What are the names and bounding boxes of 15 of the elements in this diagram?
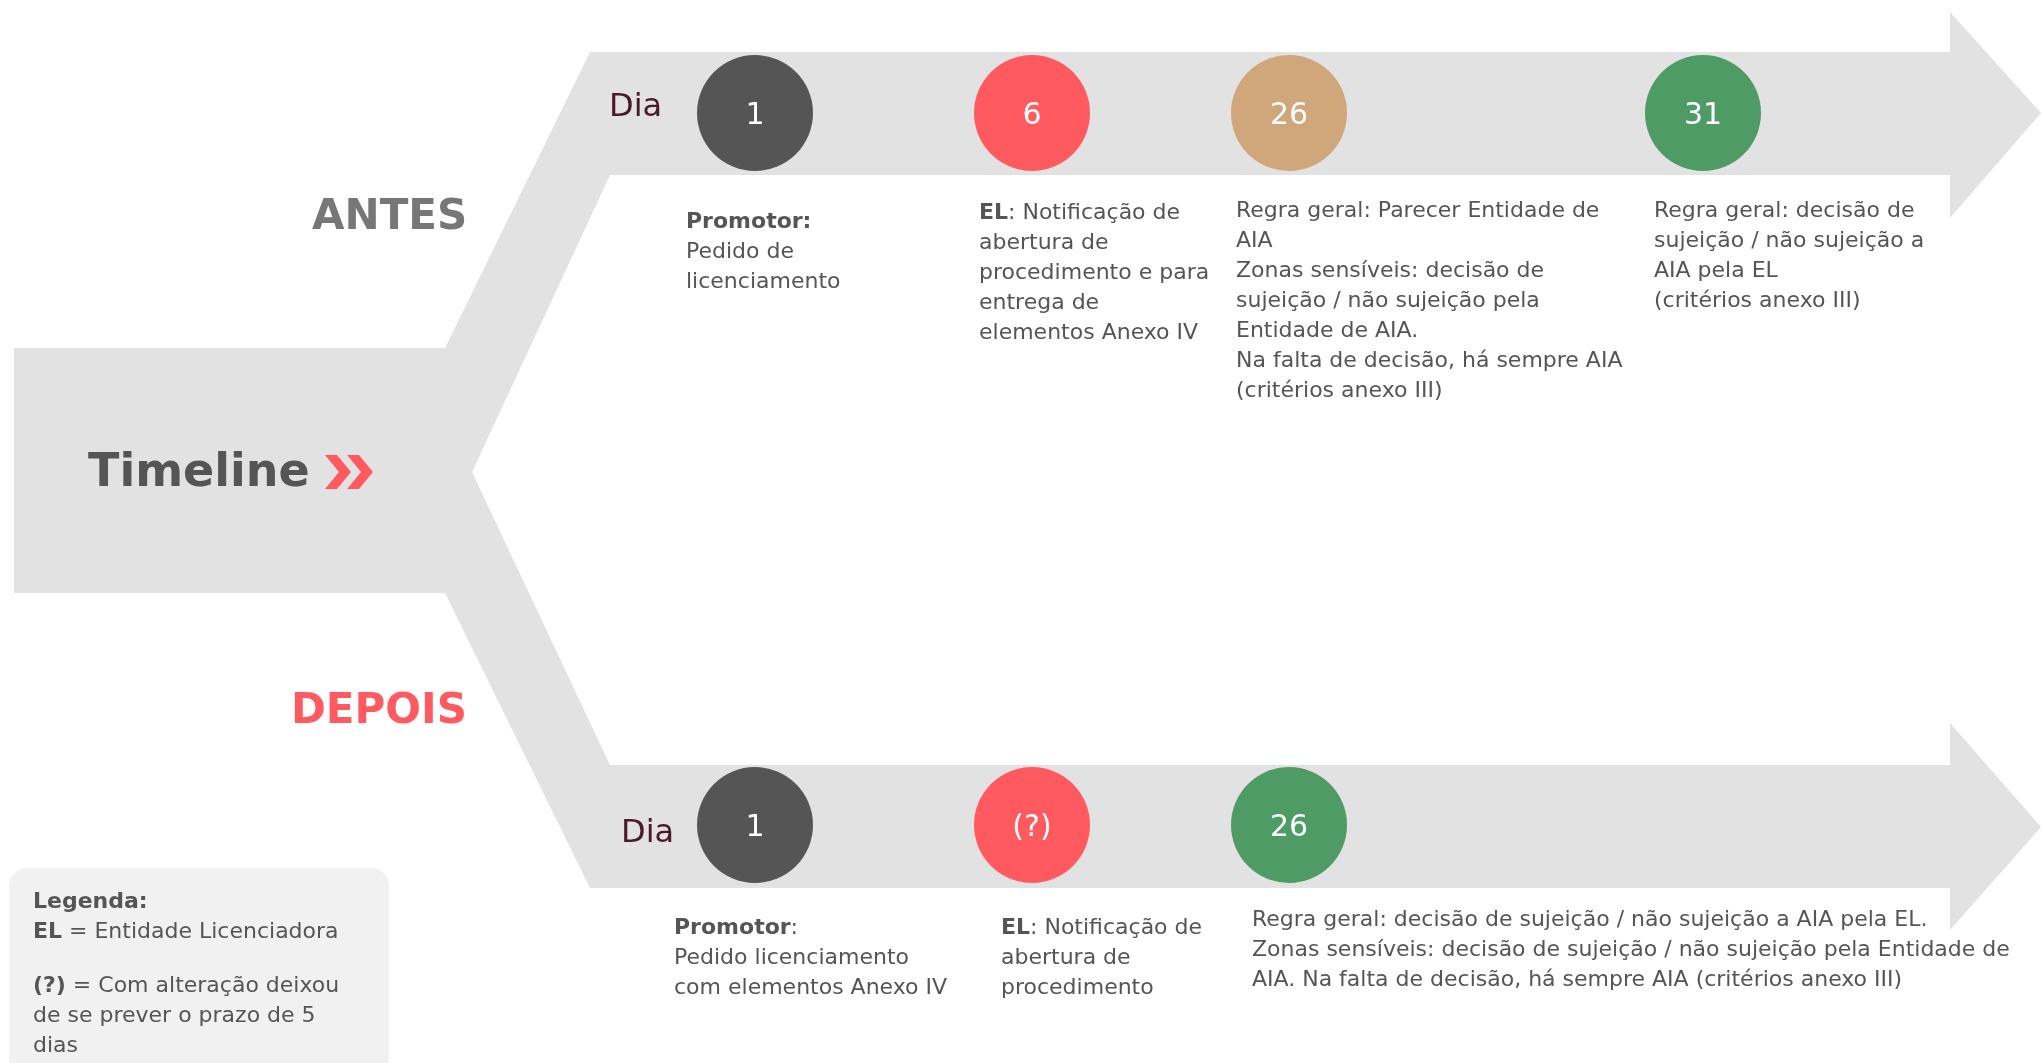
section-heading: ANTES: [312, 190, 468, 239]
description-text: EL: Notificação de abertura de procedimento e para entrega de elementos Anexo IV: [979, 198, 1211, 346]
legend-heading: Legenda:: [33, 887, 149, 915]
description-text: EL: Notificação de abertura de procedimento: [1001, 913, 1204, 1001]
description-text: Regra geral: decisão de sujeição / não sujeição a AIA pela EL (critérios anexo III): [1654, 196, 1926, 314]
section-heading: DEPOIS: [291, 684, 467, 733]
description-text: Regra geral: Parecer Entidade de AIA Zonas sensíveis: decisão de sujeição / não sujeição pela Entidade de AIA. Na falta de decisão, há sempre AIA (critérios anexo III): [1236, 196, 1624, 404]
legend-text: EL = Entidade Licenciadora: [33, 917, 340, 945]
day-label: Dia: [621, 812, 675, 850]
description-text: Regra geral: decisão de sujeição / não sujeição a AIA pela EL. Zonas sensíveis: decisão de sujeição / não sujeição pela Entidade de AIA. Na falta de decisão, há sempre AIA (critérios anexo III): [1252, 905, 2011, 993]
legend-text: (?) = Com alteração deixou de se prever o prazo de 5 dias: [33, 971, 341, 1059]
timeline-title: Timeline: [88, 443, 310, 497]
description-text: Promotor: Pedido licenciamento com elementos Anexo IV: [674, 913, 949, 1001]
day-label: Dia: [609, 86, 663, 124]
description-text: Promotor: Pedido de licenciamento: [686, 207, 842, 295]
